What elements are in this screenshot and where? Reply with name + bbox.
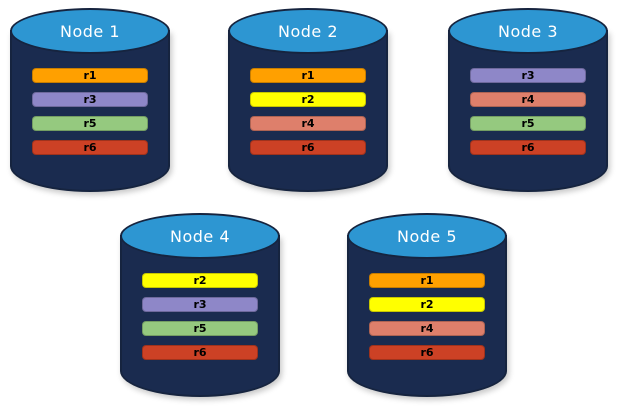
- replica-list: r1 r2 r4 r6: [347, 273, 507, 360]
- replica-list: r1 r3 r5 r6: [10, 68, 170, 155]
- replica-bar[interactable]: r2: [142, 273, 258, 288]
- cylinder-top-icon: [448, 8, 608, 54]
- cylinder-body: [347, 235, 507, 397]
- replica-list: r1 r2 r4 r6: [228, 68, 388, 155]
- replica-bar[interactable]: r5: [32, 116, 148, 131]
- replica-bar[interactable]: r6: [32, 140, 148, 155]
- replica-bar[interactable]: r1: [32, 68, 148, 83]
- replica-bar[interactable]: r2: [369, 297, 485, 312]
- replica-bar[interactable]: r1: [369, 273, 485, 288]
- replica-bar[interactable]: r6: [250, 140, 366, 155]
- cylinder-top-icon: [347, 213, 507, 259]
- cylinder-top-icon: [10, 8, 170, 54]
- cylinder-top-icon: [228, 8, 388, 54]
- replica-bar[interactable]: r5: [142, 321, 258, 336]
- cylinder-top-icon: [120, 213, 280, 259]
- replica-bar[interactable]: r6: [369, 345, 485, 360]
- cylinder-body: [228, 30, 388, 192]
- replica-bar[interactable]: r6: [470, 140, 586, 155]
- replica-bar[interactable]: r4: [470, 92, 586, 107]
- replica-bar[interactable]: r3: [142, 297, 258, 312]
- replica-bar[interactable]: r1: [250, 68, 366, 83]
- replica-bar[interactable]: r4: [250, 116, 366, 131]
- replica-list: r3 r4 r5 r6: [448, 68, 608, 155]
- replica-bar[interactable]: r4: [369, 321, 485, 336]
- replica-bar[interactable]: r3: [470, 68, 586, 83]
- replica-bar[interactable]: r6: [142, 345, 258, 360]
- replica-bar[interactable]: r2: [250, 92, 366, 107]
- cylinder-body: [448, 30, 608, 192]
- replica-list: r2 r3 r5 r6: [120, 273, 280, 360]
- replica-bar[interactable]: r3: [32, 92, 148, 107]
- cylinder-body: [120, 235, 280, 397]
- replica-bar[interactable]: r5: [470, 116, 586, 131]
